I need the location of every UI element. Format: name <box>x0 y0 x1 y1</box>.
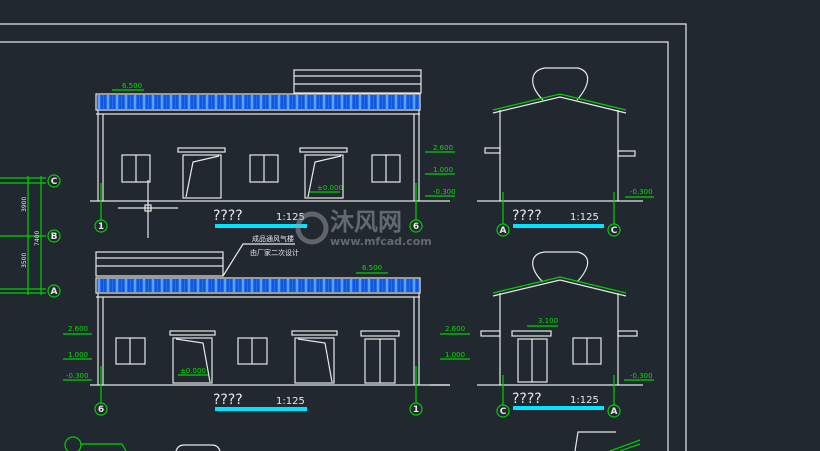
door <box>294 337 335 384</box>
view-scale: 1:125 <box>276 396 305 407</box>
axis-label: 1 <box>413 405 419 415</box>
view-scale: 1:125 <box>276 212 305 223</box>
dim-upper: 3900 <box>21 197 28 212</box>
level-l2: 1.000 <box>445 351 465 359</box>
note-line-2: 由厂家二次设计 <box>250 248 299 257</box>
drawing-frame <box>0 23 687 451</box>
level-l1: 2.600 <box>433 144 453 152</box>
watermark: 沐风网 www.mfcad.com <box>295 208 432 248</box>
axis-bubble <box>409 219 423 233</box>
axis-bubble <box>94 402 108 416</box>
watermark-url: www.mfcad.com <box>330 235 432 248</box>
side-elevation-lower[interactable]: 3.100 2.600 1.000 -0.300 C A ???? 1:125 <box>430 251 654 418</box>
level-ground: -0.300 <box>433 188 456 196</box>
watermark-logo-icon <box>295 211 329 245</box>
note-line-1: 成品通风气楼 <box>252 234 294 243</box>
level-roof: 6.500 <box>362 264 382 272</box>
door <box>182 154 222 199</box>
axis-label: A <box>611 407 618 417</box>
dim-total: 7400 <box>34 231 41 246</box>
axis-label-b: B <box>51 232 58 242</box>
level-l2: 1.000 <box>68 351 88 359</box>
axis-label: 6 <box>98 405 104 415</box>
level-roof: 6.500 <box>122 82 142 90</box>
view-title: ???? <box>213 392 243 408</box>
axis-label: C <box>611 226 618 236</box>
axis-label: 1 <box>98 222 104 232</box>
level-canopy: 3.100 <box>538 317 558 325</box>
axis-bubble <box>496 404 510 418</box>
axis-label-a: A <box>51 287 58 297</box>
partial-details <box>64 431 641 451</box>
front-elevation[interactable]: 6.500 2.600 1.000 -0.300 ±0.000 1 6 ????… <box>90 69 456 238</box>
view-scale: 1:125 <box>570 395 599 406</box>
axis-label: 6 <box>413 222 419 232</box>
axis-label: C <box>500 407 507 417</box>
level-floor: ±0.000 <box>317 184 343 192</box>
axis-bubble <box>607 223 621 237</box>
crosshair-cursor <box>118 180 178 238</box>
level-ground: -0.300 <box>630 372 653 380</box>
axis-bubble-c <box>47 174 61 188</box>
level-l1: 2.600 <box>68 325 88 333</box>
view-title: ???? <box>512 208 542 224</box>
level-l2: 1.000 <box>433 166 453 174</box>
axis-label: A <box>500 226 507 236</box>
dim-lower: 3500 <box>21 253 28 268</box>
axis-bubble <box>409 402 423 416</box>
view-title: ???? <box>512 391 542 407</box>
door <box>172 337 213 384</box>
back-elevation[interactable]: 成品通风气楼 由厂家二次设计 6.500 2.600 1.000 -0.300 … <box>63 234 450 416</box>
grid-axis-panel: C B A 3900 3500 7400 <box>0 174 61 298</box>
axis-bubble <box>496 223 510 237</box>
level-ground: -0.300 <box>630 188 653 196</box>
watermark-brand: 沐风网 <box>330 208 402 236</box>
level-l1: 2.600 <box>445 325 465 333</box>
door <box>304 154 344 199</box>
view-title: ???? <box>213 208 243 224</box>
level-floor: ±0.000 <box>180 367 206 375</box>
axis-bubble <box>94 219 108 233</box>
level-ground: -0.300 <box>66 372 89 380</box>
axis-bubble-a <box>47 284 61 298</box>
axis-bubble-b <box>47 229 61 243</box>
axis-bubble <box>607 404 621 418</box>
view-scale: 1:125 <box>570 212 599 223</box>
side-elevation-upper[interactable]: -0.300 A C ???? 1:125 <box>477 67 654 237</box>
axis-label-c: C <box>51 177 58 187</box>
